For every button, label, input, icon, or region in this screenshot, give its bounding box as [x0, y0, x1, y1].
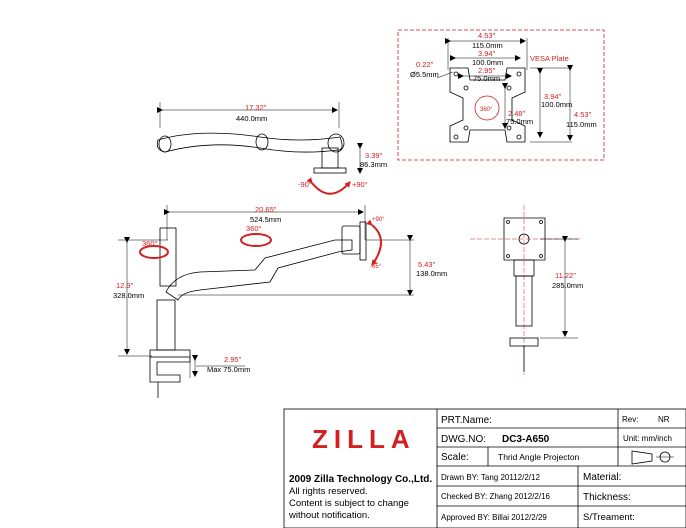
rev-label: Rev: [622, 415, 638, 424]
dwg-label: DWG.NO: [441, 434, 486, 445]
side-rot2: 360° [246, 224, 262, 233]
vesa-w2-in: 3.94" [478, 49, 496, 58]
vesa-h3-mm: 115.0mm [566, 120, 597, 129]
top-width-mm: 440.0mm [236, 114, 267, 123]
top-view [156, 102, 363, 195]
thickness-label: Thickness: [583, 492, 631, 503]
side-reach-in: 20.65" [255, 205, 277, 214]
side-tilt-h-in: 5.43" [418, 260, 436, 269]
dwg-value: DC3-A650 [502, 434, 550, 445]
vesa-h1-in: 3.94" [544, 92, 562, 101]
side-clamp-mm: Max 75.0mm [207, 365, 250, 374]
company-name: 2009 Zilla Technology Co.,Ltd. [289, 474, 432, 485]
approved-by: Approved BY: Billai 2012/2/29 [441, 513, 547, 522]
top-height-in: 3.39" [365, 151, 383, 160]
vesa-h1-mm: 100.0mm [541, 100, 572, 109]
side-tilt-pos: +90° [372, 217, 385, 223]
side-view [118, 205, 414, 398]
notice-3: without notification. [288, 510, 370, 521]
vesa-plate [436, 38, 573, 143]
rev-value: NR [658, 415, 670, 424]
front-h-mm: 285.0mm [552, 281, 583, 290]
unit-label: Unit: mm/inch [623, 434, 672, 443]
top-rot-neg: -90° [298, 180, 312, 189]
side-pole-in: 12.9" [116, 281, 134, 290]
vesa-rot: 360° [480, 107, 493, 113]
vesa-hole-mm: Ø5.5mm [410, 70, 439, 79]
drawn-by: Drawn BY: Tang 20112/2/12 [441, 473, 540, 482]
side-rot1: 360° [142, 239, 158, 248]
vesa-w1-in: 4.53" [478, 31, 496, 40]
scale-label: Scale: [441, 452, 469, 463]
vesa-hole-in: 0.22" [416, 60, 434, 69]
notice-2: Content is subject to change [289, 498, 409, 509]
vesa-plate-label: VESA Plate [530, 54, 569, 63]
side-clamp-in: 2.95" [224, 355, 242, 364]
projection-label: Thrid Angle Projecton [498, 452, 580, 462]
vesa-h2-mm: 75.0mm [506, 117, 533, 126]
vesa-w2-mm: 100.0mm [472, 58, 503, 67]
treatment-label: S/Treament: [583, 512, 635, 523]
front-view [470, 205, 580, 375]
zilla-logo: ZILLA [312, 424, 416, 454]
material-label: Material: [583, 472, 621, 483]
notice-1: All rights reserved. [289, 486, 368, 497]
checked-by: Checked BY: Zhang 2012/2/16 [441, 492, 551, 501]
vesa-h3-in: 4.53" [574, 110, 592, 119]
top-height-mm: 86.3mm [360, 160, 387, 169]
prt-label: PRT.Name: [441, 415, 492, 426]
top-rot-pos: +90° [352, 180, 368, 189]
front-h-in: 11.22" [555, 271, 576, 280]
top-width-in: 17.32" [245, 103, 267, 112]
side-tilt-neg: -65° [370, 264, 382, 270]
vesa-frame [397, 29, 605, 161]
vesa-w1-mm: 115.0mm [472, 41, 503, 50]
side-tilt-h-mm: 138.0mm [416, 269, 447, 278]
vesa-h2-in: 2.48" [508, 109, 526, 118]
side-reach-mm: 524.5mm [250, 215, 281, 224]
side-pole-mm: 328.0mm [113, 291, 144, 300]
vesa-w3-in: 2.95" [478, 66, 496, 75]
title-block [283, 408, 686, 528]
vesa-w3-mm: 75.0mm [473, 74, 500, 83]
